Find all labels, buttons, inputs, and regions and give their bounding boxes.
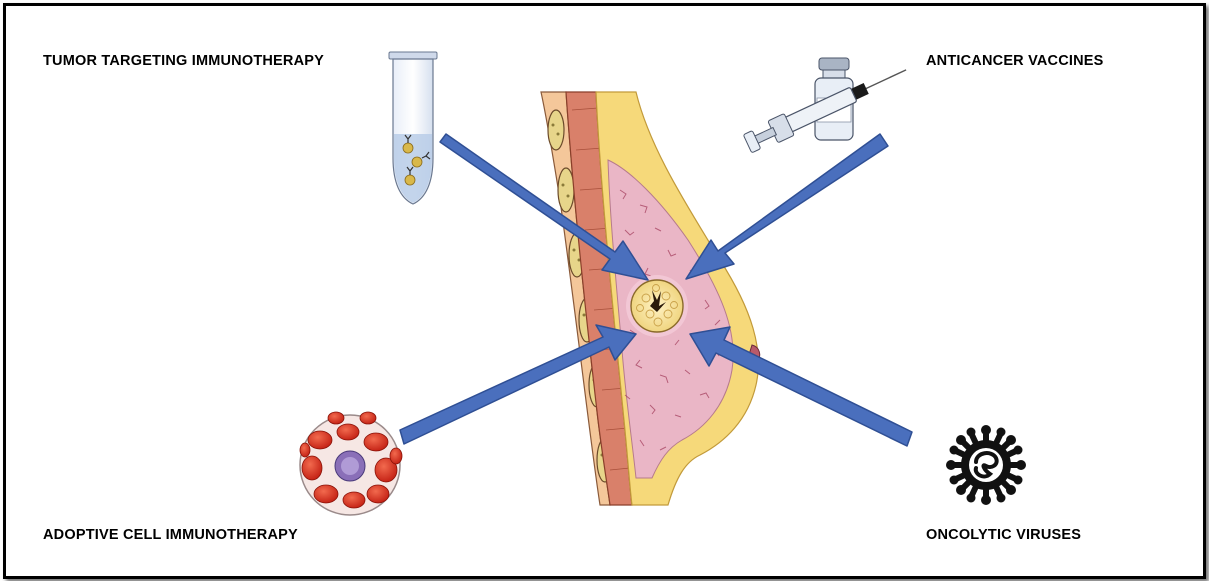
blood-cells-icon — [300, 412, 402, 515]
label-oncolytic-viruses: ONCOLYTIC VIRUSES — [926, 527, 1081, 543]
antibody-tube-icon — [389, 52, 437, 204]
label-tumor-targeting-immunotherapy: TUMOR TARGETING IMMUNOTHERAPY — [43, 53, 324, 69]
virus-icon — [946, 425, 1026, 505]
breast-illustration — [541, 92, 760, 505]
label-adoptive-cell-immunotherapy: ADOPTIVE CELL IMMUNOTHERAPY — [43, 527, 298, 543]
syringe-vial-icon — [742, 58, 911, 155]
label-anticancer-vaccines: ANTICANCER VACCINES — [926, 53, 1104, 69]
arrow-anticancer-vaccines — [686, 134, 888, 279]
tumor — [626, 275, 688, 337]
